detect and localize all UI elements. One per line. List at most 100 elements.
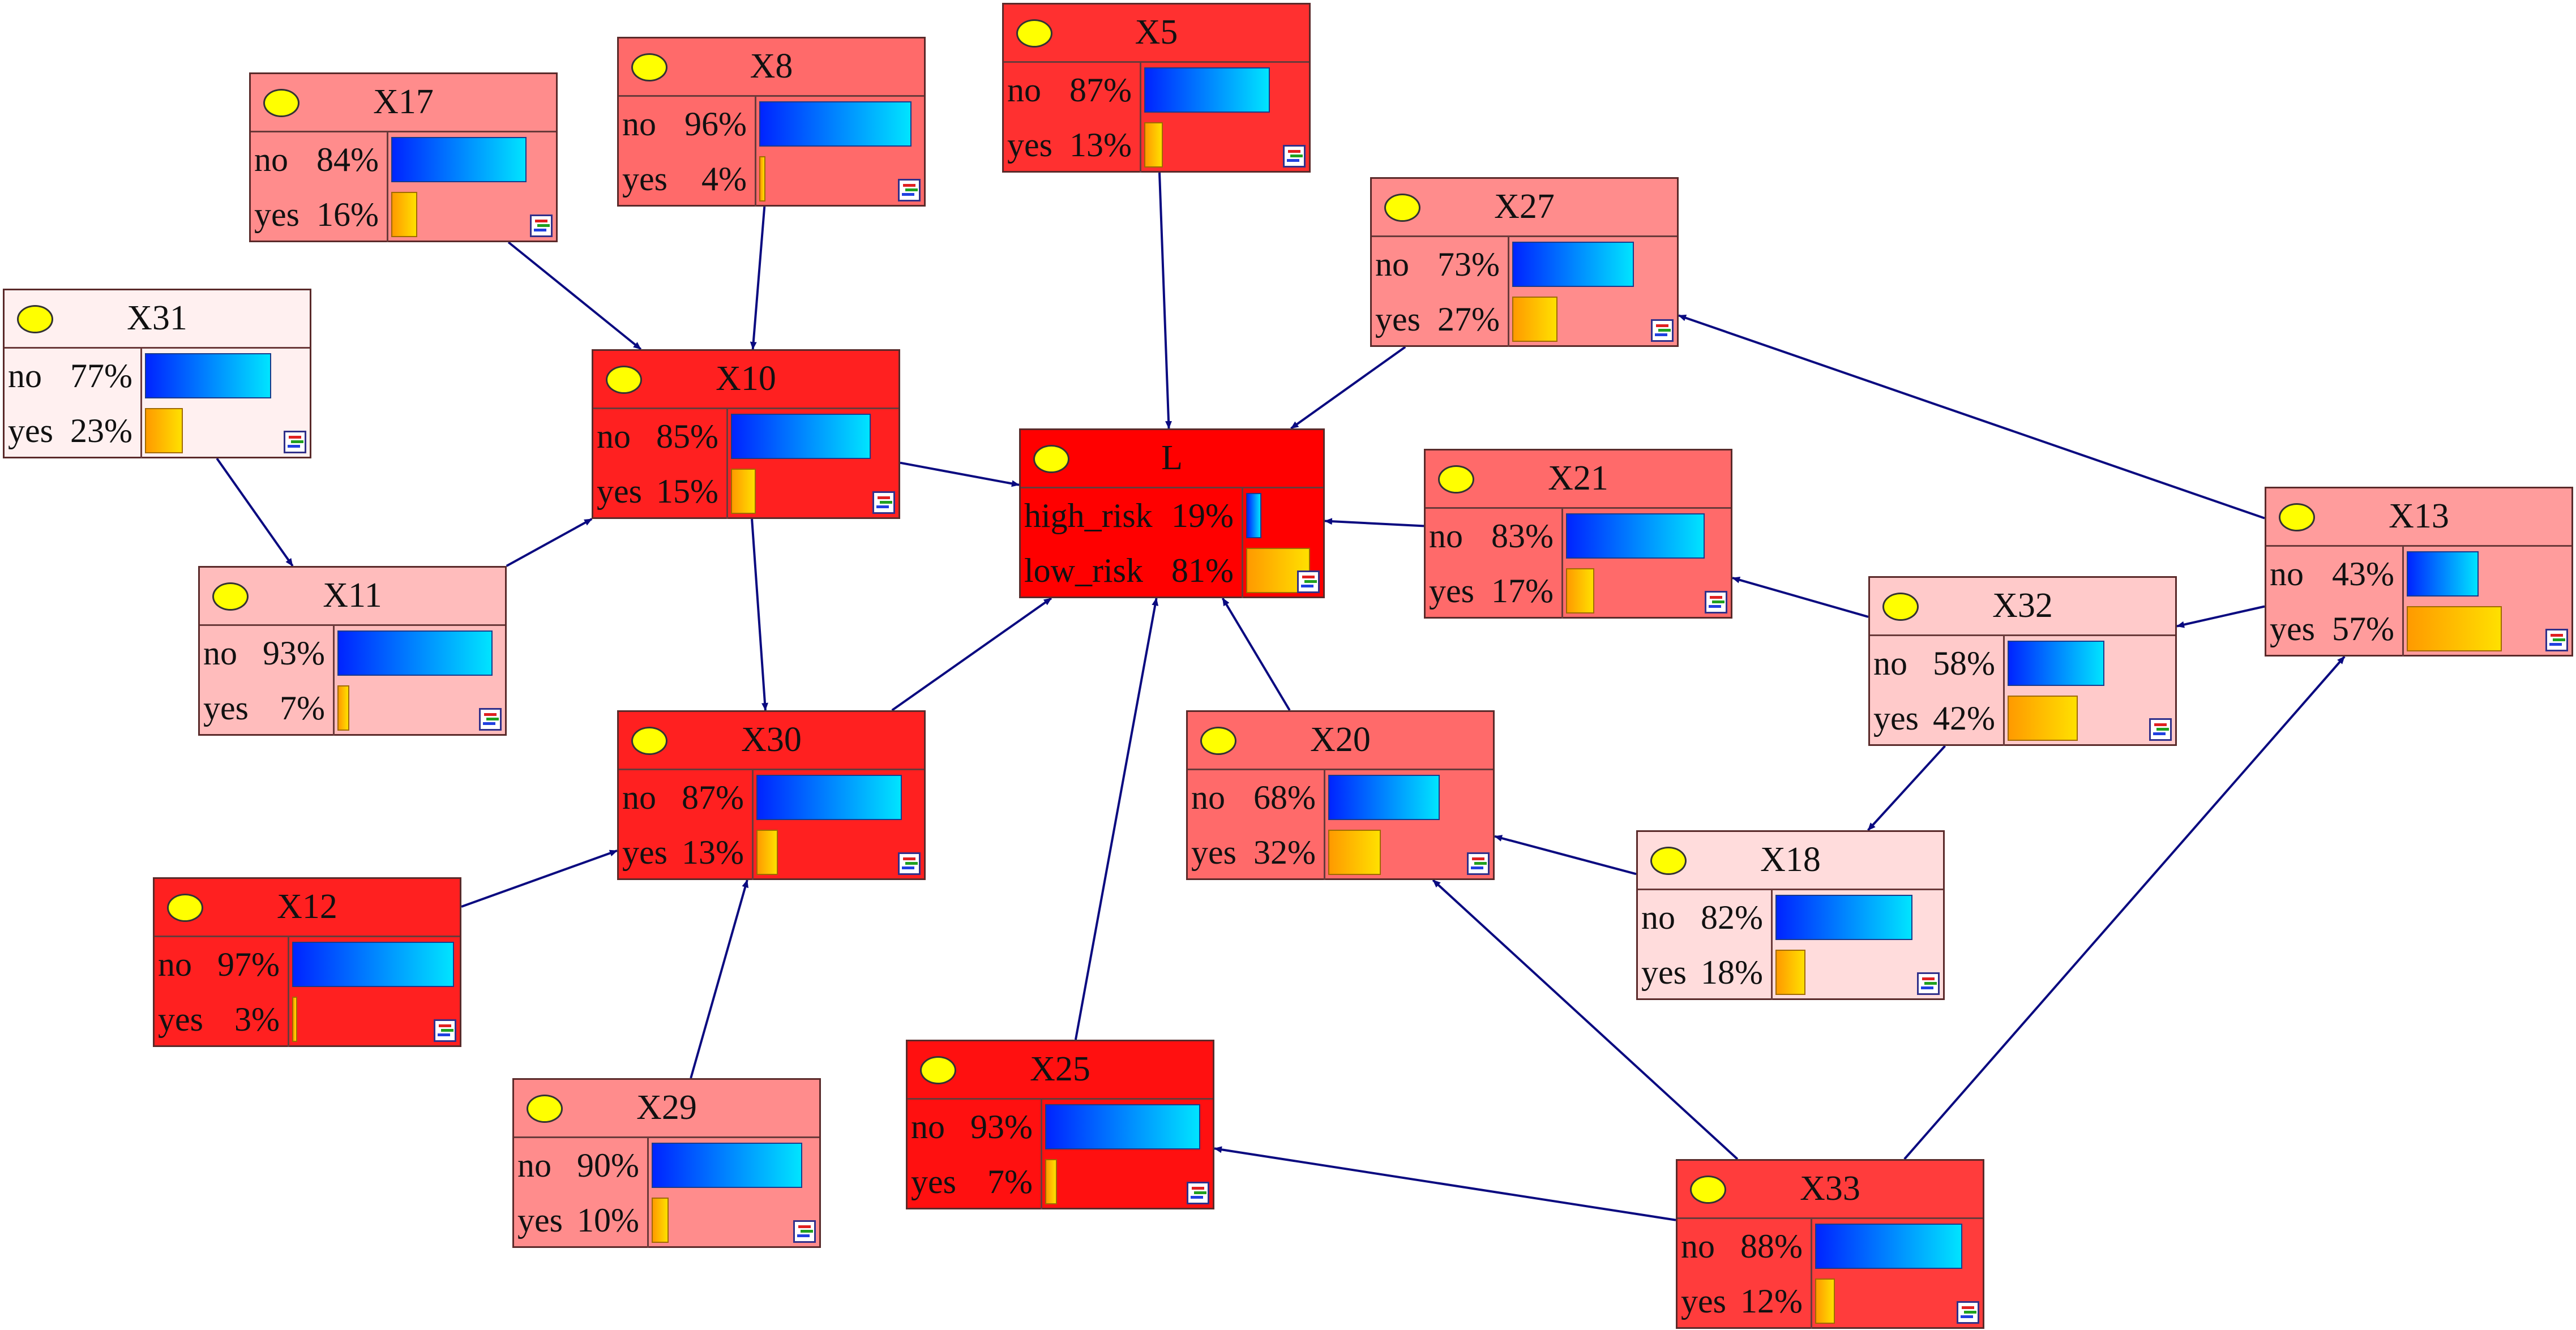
probability-bar: [1775, 895, 1912, 940]
evidence-bulb-icon[interactable]: [1882, 593, 1919, 621]
evidence-bulb-icon[interactable]: [631, 53, 667, 81]
evidence-bulb-icon[interactable]: [1033, 445, 1069, 473]
monitor-icon[interactable]: [1957, 1301, 1979, 1324]
state-label: yes: [1007, 126, 1052, 164]
state-label: yes: [158, 1001, 203, 1038]
evidence-bulb-icon[interactable]: [631, 727, 667, 755]
evidence-bulb-icon[interactable]: [1690, 1175, 1726, 1204]
state-percentage: 3%: [234, 1001, 280, 1038]
evidence-bulb-icon[interactable]: [212, 582, 249, 611]
evidence-bulb-icon[interactable]: [920, 1056, 956, 1084]
column-divider: [1561, 564, 1563, 619]
evidence-bulb-icon[interactable]: [1200, 727, 1236, 755]
evidence-bulb-icon[interactable]: [167, 894, 203, 922]
evidence-bulb-icon[interactable]: [527, 1095, 563, 1123]
monitor-icon[interactable]: [1297, 570, 1320, 593]
evidence-bulb-icon[interactable]: [1016, 19, 1052, 48]
evidence-bulb-icon[interactable]: [1650, 847, 1687, 875]
monitor-icon[interactable]: [898, 852, 921, 875]
evidence-bulb-icon[interactable]: [606, 366, 642, 394]
monitor-icon[interactable]: [1283, 145, 1306, 168]
monitor-icon[interactable]: [898, 179, 921, 201]
evidence-bulb-icon[interactable]: [1384, 194, 1420, 222]
monitor-icon[interactable]: [872, 491, 895, 514]
state-percentage: 88%: [1740, 1228, 1803, 1265]
monitor-icon[interactable]: [1705, 591, 1727, 613]
monitor-icon[interactable]: [479, 708, 502, 731]
monitor-icon[interactable]: [793, 1220, 816, 1243]
monitor-icon[interactable]: [1917, 972, 1940, 995]
monitor-icon[interactable]: [2149, 718, 2172, 741]
monitor-icon[interactable]: [530, 214, 553, 237]
state-row-yes[interactable]: yes 3%: [155, 992, 460, 1047]
probability-bar: [391, 137, 527, 182]
monitor-icon[interactable]: [284, 431, 306, 453]
evidence-bulb-icon[interactable]: [263, 89, 299, 117]
monitor-icon[interactable]: [1187, 1182, 1209, 1204]
state-percentage: 19%: [1171, 497, 1234, 534]
monitor-icon[interactable]: [1651, 319, 1674, 342]
evidence-bulb-icon[interactable]: [2279, 503, 2315, 531]
evidence-bulb-icon[interactable]: [1438, 465, 1474, 494]
monitor-icon[interactable]: [1467, 852, 1490, 875]
monitor-icon[interactable]: [2545, 629, 2568, 651]
monitor-icon[interactable]: [434, 1019, 456, 1042]
node-header: X18: [1638, 832, 1943, 890]
edge-x10-to-x30: [751, 518, 768, 711]
evidence-bulb-icon[interactable]: [17, 305, 53, 333]
